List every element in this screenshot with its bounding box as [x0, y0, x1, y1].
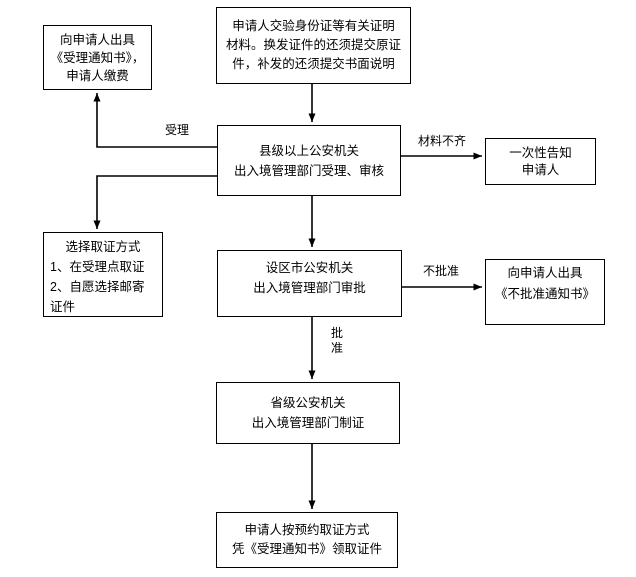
- edge-label-materials-incomplete: 材料不齐: [418, 134, 467, 148]
- edge-label-approved: 批准: [330, 326, 344, 356]
- node-province-production: 省级公安机关 出入境管理部门制证: [216, 382, 400, 444]
- node-submit-materials: 申请人交验身份证等有关证明 材料。换发证件的还须提交原证 件，补发的还须提交书面…: [216, 7, 411, 84]
- node-choose-method: 选择取证方式 1、在受理点取证 2、自愿选择邮寄 证件: [43, 232, 163, 317]
- node-pickup: 申请人按预约取证方式 凭《受理通知书》领取证件: [216, 512, 398, 568]
- choose-method-body: 1、在受理点取证 2、自愿选择邮寄 证件: [50, 260, 145, 314]
- node-county-review: 县级以上公安机关 出入境管理部门受理、审核: [217, 125, 401, 196]
- node-city-approval: 设区市公安机关 出入境管理部门审批: [217, 250, 402, 317]
- choose-method-title: 选择取证方式: [65, 240, 141, 254]
- edge-label-accepted: 受理: [165, 123, 190, 137]
- edge-county-to-choose: [93, 175, 217, 229]
- edge-county-to-acceptance: [93, 93, 217, 148]
- edge-label-not-approved: 不批准: [423, 264, 460, 278]
- node-acceptance-notice: 向申请人出具 《受理通知书》， 申请人缴费: [43, 25, 152, 90]
- node-onetime-notify: 一次性告知 申请人: [485, 138, 596, 185]
- node-denial-notice: 向申请人出具 《不批准通知书》: [485, 259, 605, 325]
